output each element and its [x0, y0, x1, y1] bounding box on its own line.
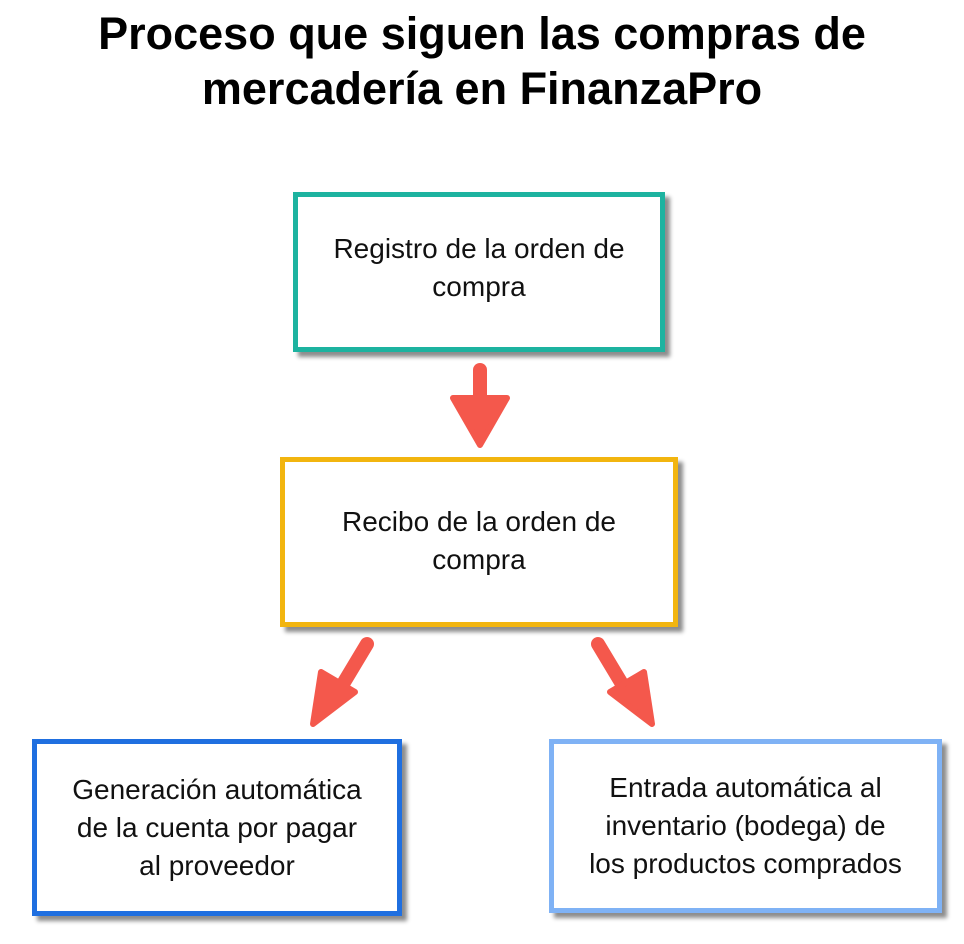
page-title-line-2: mercadería en FinanzaPro	[201, 63, 763, 114]
node-inventario-label: Entrada automática al inventario (bodega…	[589, 769, 902, 883]
node-inventario-line-3: los productos comprados	[589, 848, 902, 879]
page-title: Proceso que siguen las compras de mercad…	[0, 6, 964, 116]
node-cuenta-label: Generación automática de la cuenta por p…	[72, 771, 362, 885]
node-registro-orden-compra: Registro de la orden de compra	[293, 192, 665, 352]
node-registro-label: Registro de la orden de compra	[333, 230, 624, 314]
node-cuenta-line-3: al proveedor	[139, 849, 295, 881]
arrow-recibo-to-inventario-icon	[591, 637, 655, 727]
node-inventario-line-2: inventario (bodega) de	[605, 810, 886, 841]
node-entrada-inventario: Entrada automática al inventario (bodega…	[549, 739, 942, 913]
node-recibo-line-2: compra	[432, 544, 526, 575]
arrow-recibo-to-cuenta-icon	[310, 637, 374, 727]
node-cuenta-por-pagar: Generación automática de la cuenta por p…	[32, 739, 402, 916]
arrow-registro-to-recibo-icon	[450, 363, 510, 448]
node-cuenta-line-2: de la cuenta por pagar	[76, 811, 358, 843]
page-title-line-1: Proceso que siguen las compras de	[98, 8, 866, 59]
node-recibo-orden-compra: Recibo de la orden de compra	[280, 457, 678, 627]
node-registro-line-2: compra	[432, 271, 526, 302]
node-recibo-line-1: Recibo de la orden de	[342, 506, 616, 537]
node-cuenta-line-1: Generación automática	[72, 773, 362, 805]
node-recibo-label: Recibo de la orden de compra	[342, 503, 616, 581]
node-registro-line-1: Registro de la orden de	[333, 233, 625, 264]
node-inventario-line-1: Entrada automática al	[609, 772, 882, 803]
